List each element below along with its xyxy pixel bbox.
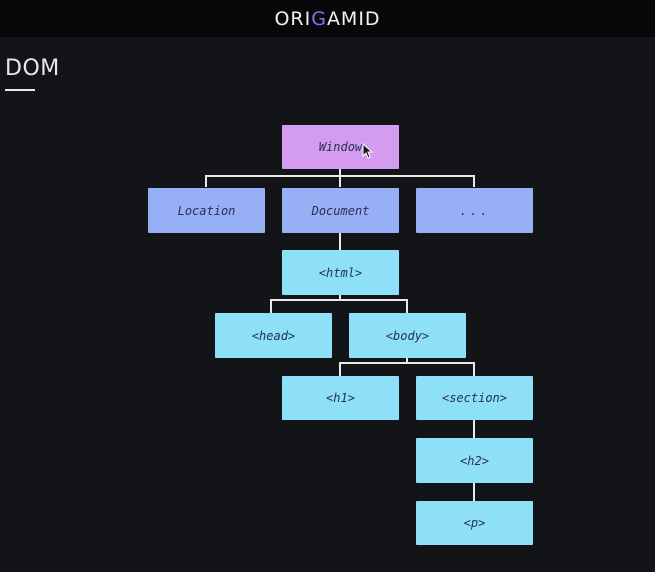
node-more: ... <box>416 188 533 233</box>
logo-text-right: AMID <box>326 7 381 30</box>
connector-to-section <box>473 362 475 376</box>
slide-canvas <box>0 37 655 572</box>
connector-to-body <box>406 299 408 313</box>
node-window: Window <box>282 125 399 169</box>
page-title: DOM <box>5 56 60 81</box>
connector-to-h1 <box>339 362 341 376</box>
logo-text-left: ORI <box>274 7 312 30</box>
node-body: <body> <box>349 313 466 358</box>
node-html: <html> <box>282 250 399 295</box>
connector-h2-to-p <box>473 483 475 501</box>
mouse-cursor-icon <box>362 143 374 159</box>
node-h1: <h1> <box>282 376 399 420</box>
connector-html-down <box>339 295 341 301</box>
node-p: <p> <box>416 501 533 545</box>
connector-to-document <box>339 175 341 187</box>
node-location: Location <box>148 188 265 233</box>
connector-to-head <box>270 299 272 313</box>
connector-level3-horizontal <box>270 299 408 301</box>
connector-body-down <box>406 358 408 363</box>
node-section: <section> <box>416 376 533 420</box>
connector-document-to-html <box>339 233 341 250</box>
title-underline <box>5 89 35 91</box>
connector-to-more <box>473 175 475 187</box>
connector-level4-horizontal <box>339 362 475 364</box>
connector-section-to-h2 <box>473 420 475 438</box>
logo-text-accent: G <box>311 7 327 30</box>
node-head: <head> <box>215 313 332 358</box>
connector-window-down <box>339 169 341 176</box>
node-h2: <h2> <box>416 438 533 483</box>
connector-to-location <box>205 175 207 187</box>
node-document: Document <box>282 188 399 233</box>
